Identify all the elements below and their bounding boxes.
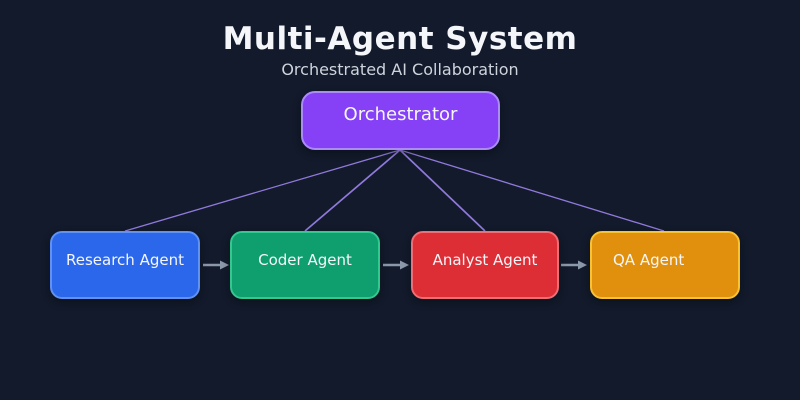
page-subtitle: Orchestrated AI Collaboration <box>281 60 519 79</box>
connector-orchestrator-coder <box>304 149 401 232</box>
arrow-coder-to-analyst-icon <box>383 260 409 270</box>
orchestrator-label: Orchestrator <box>343 104 458 125</box>
agent-node-coder: Coder Agent <box>230 231 380 299</box>
connector-orchestrator-qa <box>399 149 665 232</box>
agent-label: QA Agent <box>613 250 685 269</box>
agent-label: Coder Agent <box>258 250 352 269</box>
connector-orchestrator-analyst <box>399 149 486 232</box>
orchestrator-node: Orchestrator <box>301 91 500 150</box>
page-title: Multi-Agent System <box>222 21 578 57</box>
connector-orchestrator-research <box>124 149 401 232</box>
agent-node-research: Research Agent <box>50 231 200 299</box>
agent-label: Analyst Agent <box>432 250 538 269</box>
agent-node-analyst: Analyst Agent <box>411 231 559 299</box>
agent-label: Research Agent <box>66 250 184 269</box>
arrow-analyst-to-qa-icon <box>561 260 587 270</box>
agent-node-qa: QA Agent <box>590 231 740 299</box>
arrow-research-to-coder-icon <box>203 260 229 270</box>
